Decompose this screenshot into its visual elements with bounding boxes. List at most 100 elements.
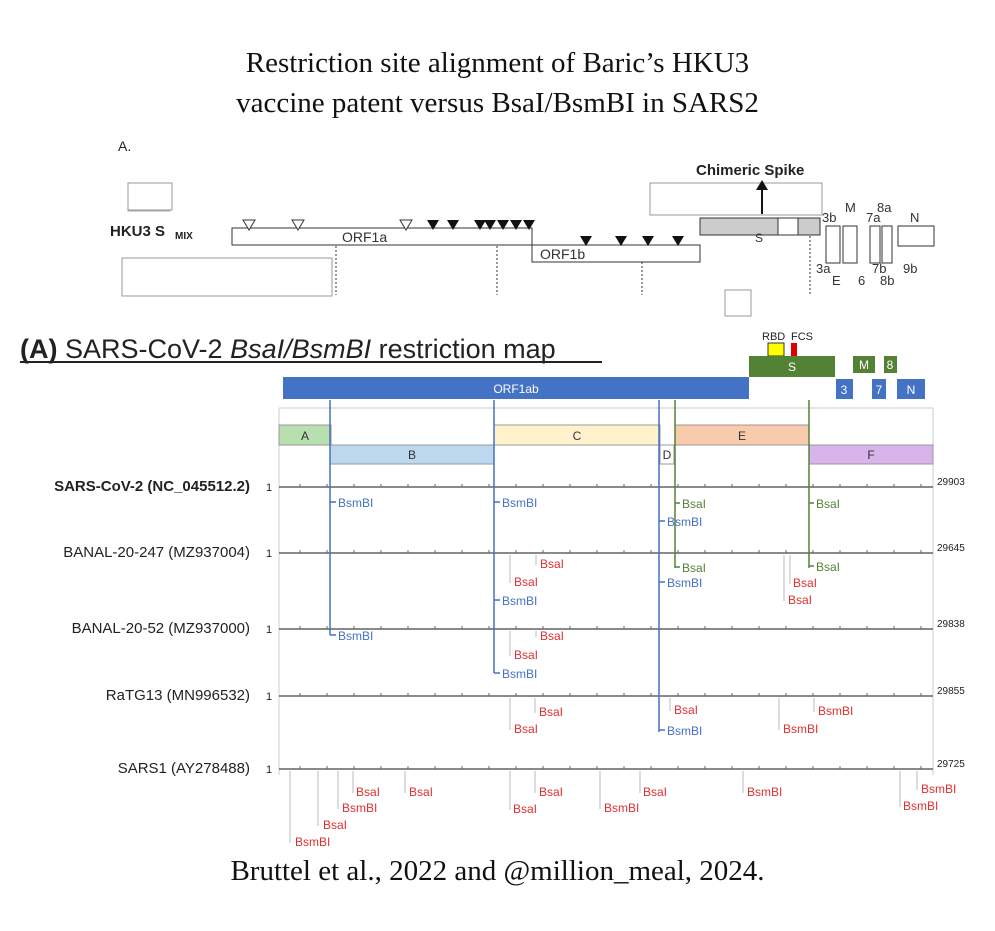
orf1ab-bar [283, 377, 749, 399]
fragment-b-label: B [408, 448, 416, 462]
site-bsmbi: BsmBI [747, 785, 782, 799]
n-bar [897, 379, 925, 399]
site-bsmbi: BsmBI [921, 782, 956, 796]
site-bsmbi: BsmBI [783, 722, 818, 736]
orf3-bar [836, 379, 853, 399]
site-bsai: BsaI [674, 703, 698, 717]
gene-3b: 3b [822, 210, 836, 225]
rbd-label: RBD [762, 331, 785, 343]
fragment-d-label: D [663, 448, 672, 462]
hku3-panel: A. HKU3 S MIX ORF1a ORF1b S Chimeric Spi… [110, 138, 935, 317]
m-gene-label: M [859, 358, 869, 372]
rbd-box [767, 342, 785, 357]
site-bsai: BsaI [323, 818, 347, 832]
title-line-2: vaccine patent versus BsaI/BsmBI in SARS… [236, 87, 759, 119]
gene-8a: 8a [877, 200, 892, 215]
gene-8b: 8b [880, 273, 894, 288]
site-bsmbi: BsmBI [667, 576, 702, 590]
site-bsai: BsaI [682, 497, 706, 511]
gene-n: N [910, 210, 919, 225]
site-bsai: BsaI [409, 785, 433, 799]
gene-3a: 3a [816, 261, 831, 276]
gene-m: M [845, 200, 856, 215]
hku3-label-sub: MIX [175, 231, 193, 242]
gene-track: RBD FCS ORF1ab S M 8 3 7 N [283, 331, 925, 399]
heading-tail: restriction map [379, 334, 556, 364]
heading-bold: (A) [20, 334, 57, 364]
fragment-track: A B C D E F [278, 424, 934, 465]
orf1a-box [231, 227, 533, 246]
fragment-f-label: F [867, 448, 874, 462]
orf1b-label: ORF1b [540, 246, 585, 262]
site-bsai: BsaI [816, 560, 840, 574]
site-bsai: BsaI [816, 497, 840, 511]
title-line-1: Restriction site alignment of Baric’s HK… [245, 47, 750, 79]
site-bsmbi: BsmBI [502, 667, 537, 681]
s-bar [749, 356, 835, 377]
genome-start: 1 [266, 548, 272, 560]
redaction-box-2 [121, 257, 333, 297]
site-bsai: BsaI [539, 785, 563, 799]
gene-e: E [832, 273, 841, 288]
panel-letter: A. [118, 138, 131, 154]
svg-text:(A) SARS-CoV-2: (A) SARS-CoV-2 BsaI/BsmBI restriction ma… [20, 334, 556, 364]
redaction-box-3 [649, 182, 823, 216]
site-bsmbi: BsmBI [604, 801, 639, 815]
site-bsmbi: BsmBI [502, 496, 537, 510]
site-bsmbi: BsmBI [502, 594, 537, 608]
orf8-bar [884, 356, 897, 373]
orf8-label: 8 [887, 358, 894, 372]
site-bsmbi: BsmBI [818, 704, 853, 718]
orf1b-box [531, 244, 701, 263]
heading-text: SARS-CoV-2 [65, 334, 223, 364]
hku3-label: HKU3 S [110, 223, 165, 240]
gene-9b: 9b [903, 261, 917, 276]
genome-end: 29838 [937, 619, 965, 630]
genome-name: SARS-CoV-2 (NC_045512.2) [54, 478, 250, 495]
genome-rows: SARS-CoV-2 (NC_045512.2) 1 29903 BANAL-2… [54, 477, 965, 777]
fragment-a [278, 424, 332, 446]
genome-start: 1 [266, 482, 272, 494]
fragment-a-label: A [301, 429, 309, 443]
site-bsmbi: BsmBI [338, 496, 373, 510]
site-bsmbi: BsmBI [338, 629, 373, 643]
n-label: N [907, 383, 916, 397]
heading-italic: BsaI/BsmBI [230, 334, 372, 364]
genome-start: 1 [266, 764, 272, 776]
fragment-d [659, 444, 675, 465]
genome-end: 29725 [937, 759, 965, 770]
site-bsai: BsaI [356, 785, 380, 799]
orf1ab-label: ORF1ab [493, 382, 539, 396]
site-bsai: BsaI [513, 802, 537, 816]
site-bsai: BsaI [514, 722, 538, 736]
genome-start: 1 [266, 624, 272, 636]
gene-6: 6 [858, 273, 865, 288]
leader-lines [289, 555, 918, 843]
genome-end: 29903 [937, 477, 965, 488]
genome-end: 29645 [937, 543, 965, 554]
fcs-box [791, 343, 797, 356]
site-bsmbi: BsmBI [903, 799, 938, 813]
orf7-bar [872, 379, 886, 399]
site-bsai: BsaI [788, 593, 812, 607]
restriction-map-heading: (A) SARS-CoV-2 BsaI/BsmBI restriction ma… [20, 334, 602, 364]
caption: Bruttel et al., 2022 and @million_meal, … [230, 855, 765, 887]
site-bsai: BsaI [540, 557, 564, 571]
genome-name: RaTG13 (MN996532) [106, 687, 250, 704]
fcs-label: FCS [791, 331, 813, 343]
site-bsai: BsaI [540, 629, 564, 643]
site-bsai: BsaI [643, 785, 667, 799]
gene-7b: 7b [872, 261, 886, 276]
site-bsai: BsaI [539, 705, 563, 719]
fragment-e-label: E [738, 429, 746, 443]
genome-name: SARS1 (AY278488) [118, 760, 250, 777]
genome-name: BANAL-20-247 (MZ937004) [63, 544, 250, 561]
site-labels: BsmBI BsmBI BsaI BsmBI BsaI BsaI BsaI Bs… [295, 496, 956, 849]
s-gene-label: S [788, 360, 796, 374]
site-bsai: BsaI [793, 576, 817, 590]
site-bsai: BsaI [514, 648, 538, 662]
genome-name: BANAL-20-52 (MZ937000) [72, 620, 250, 637]
orf7-label: 7 [876, 383, 883, 397]
chimeric-label: Chimeric Spike [696, 162, 804, 179]
